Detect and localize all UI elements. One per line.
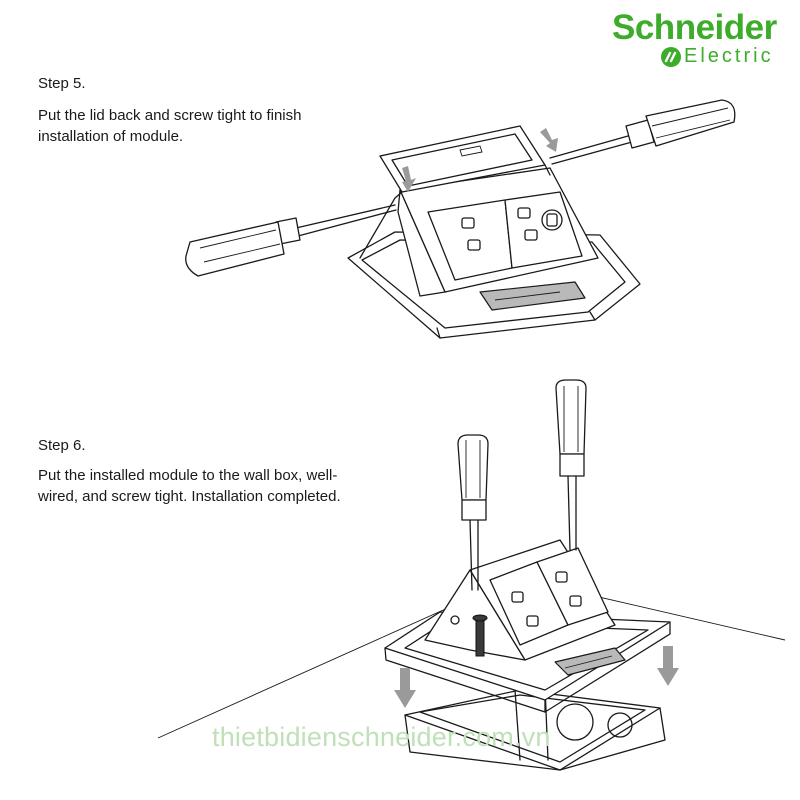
brand-name: Schneider: [612, 8, 777, 47]
step-6-illustration: [157, 379, 786, 771]
brand-tagline: Electric: [684, 45, 774, 67]
step-5-instructions: Put the lid back and screw tight to fini…: [38, 107, 302, 145]
step-6-title: Step 6.: [38, 437, 86, 454]
watermark-text: thietbidienschneider.com.vn: [212, 722, 551, 752]
step-5-title: Step 5.: [38, 75, 86, 92]
schneider-electric-logo: Schneider Electric: [612, 8, 792, 68]
step-5-illustration: [185, 99, 736, 339]
step-6-instructions: Put the installed module to the wall box…: [38, 467, 341, 505]
life-is-on-mark-icon: [661, 47, 681, 67]
